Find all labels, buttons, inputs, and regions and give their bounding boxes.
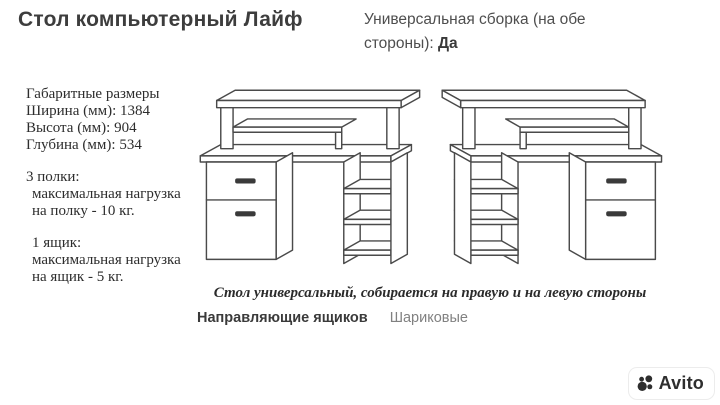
spec-dimensions-title: Габаритные размеры (26, 86, 160, 102)
avito-logo-icon (637, 375, 652, 391)
spec-drawer-line2: на ящик - 5 кг. (32, 269, 124, 285)
desk-left-drawing (199, 89, 421, 265)
spec-drawer-line1: максимальная нагрузка (32, 252, 181, 268)
spec-shelves-line1: максимальная нагрузка (32, 186, 181, 202)
drawer-slides-value: Шариковые (389, 310, 468, 326)
universal-desk-caption: Стол универсальный, собирается на правую… (213, 285, 647, 301)
spec-depth: Глубина (мм): 534 (26, 137, 142, 153)
drawer-slides-label: Направляющие ящиков (197, 310, 368, 326)
spacer (26, 220, 181, 235)
spec-list: Габаритные размеры Ширина (мм): 1384 Выс… (26, 86, 181, 286)
page-title: Стол компьютерный Лайф (18, 8, 303, 31)
assembly-value: Да (438, 35, 458, 52)
spec-shelves-title: 3 полки: (26, 169, 80, 185)
assembly-line1: Универсальная сборка (на обе (364, 11, 586, 28)
spec-shelves-line2: на полку - 10 кг. (32, 203, 135, 219)
avito-watermark: Avito (628, 368, 714, 399)
desk-drawings (199, 89, 663, 265)
spacer (26, 154, 181, 169)
drawer-slides-row: Направляющие ящиков Шариковые (197, 310, 468, 326)
spec-height: Высота (мм): 904 (26, 120, 137, 136)
spec-drawer-title: 1 ящик: (32, 235, 82, 251)
assembly-label: стороны): (364, 35, 439, 52)
assembly-info: Универсальная сборка (на обе стороны): Д… (364, 8, 586, 56)
avito-brand-text: Avito (658, 373, 704, 393)
assembly-line2: стороны): Да (364, 32, 586, 56)
desk-right-drawing (441, 89, 663, 265)
spec-width: Ширина (мм): 1384 (26, 103, 151, 119)
